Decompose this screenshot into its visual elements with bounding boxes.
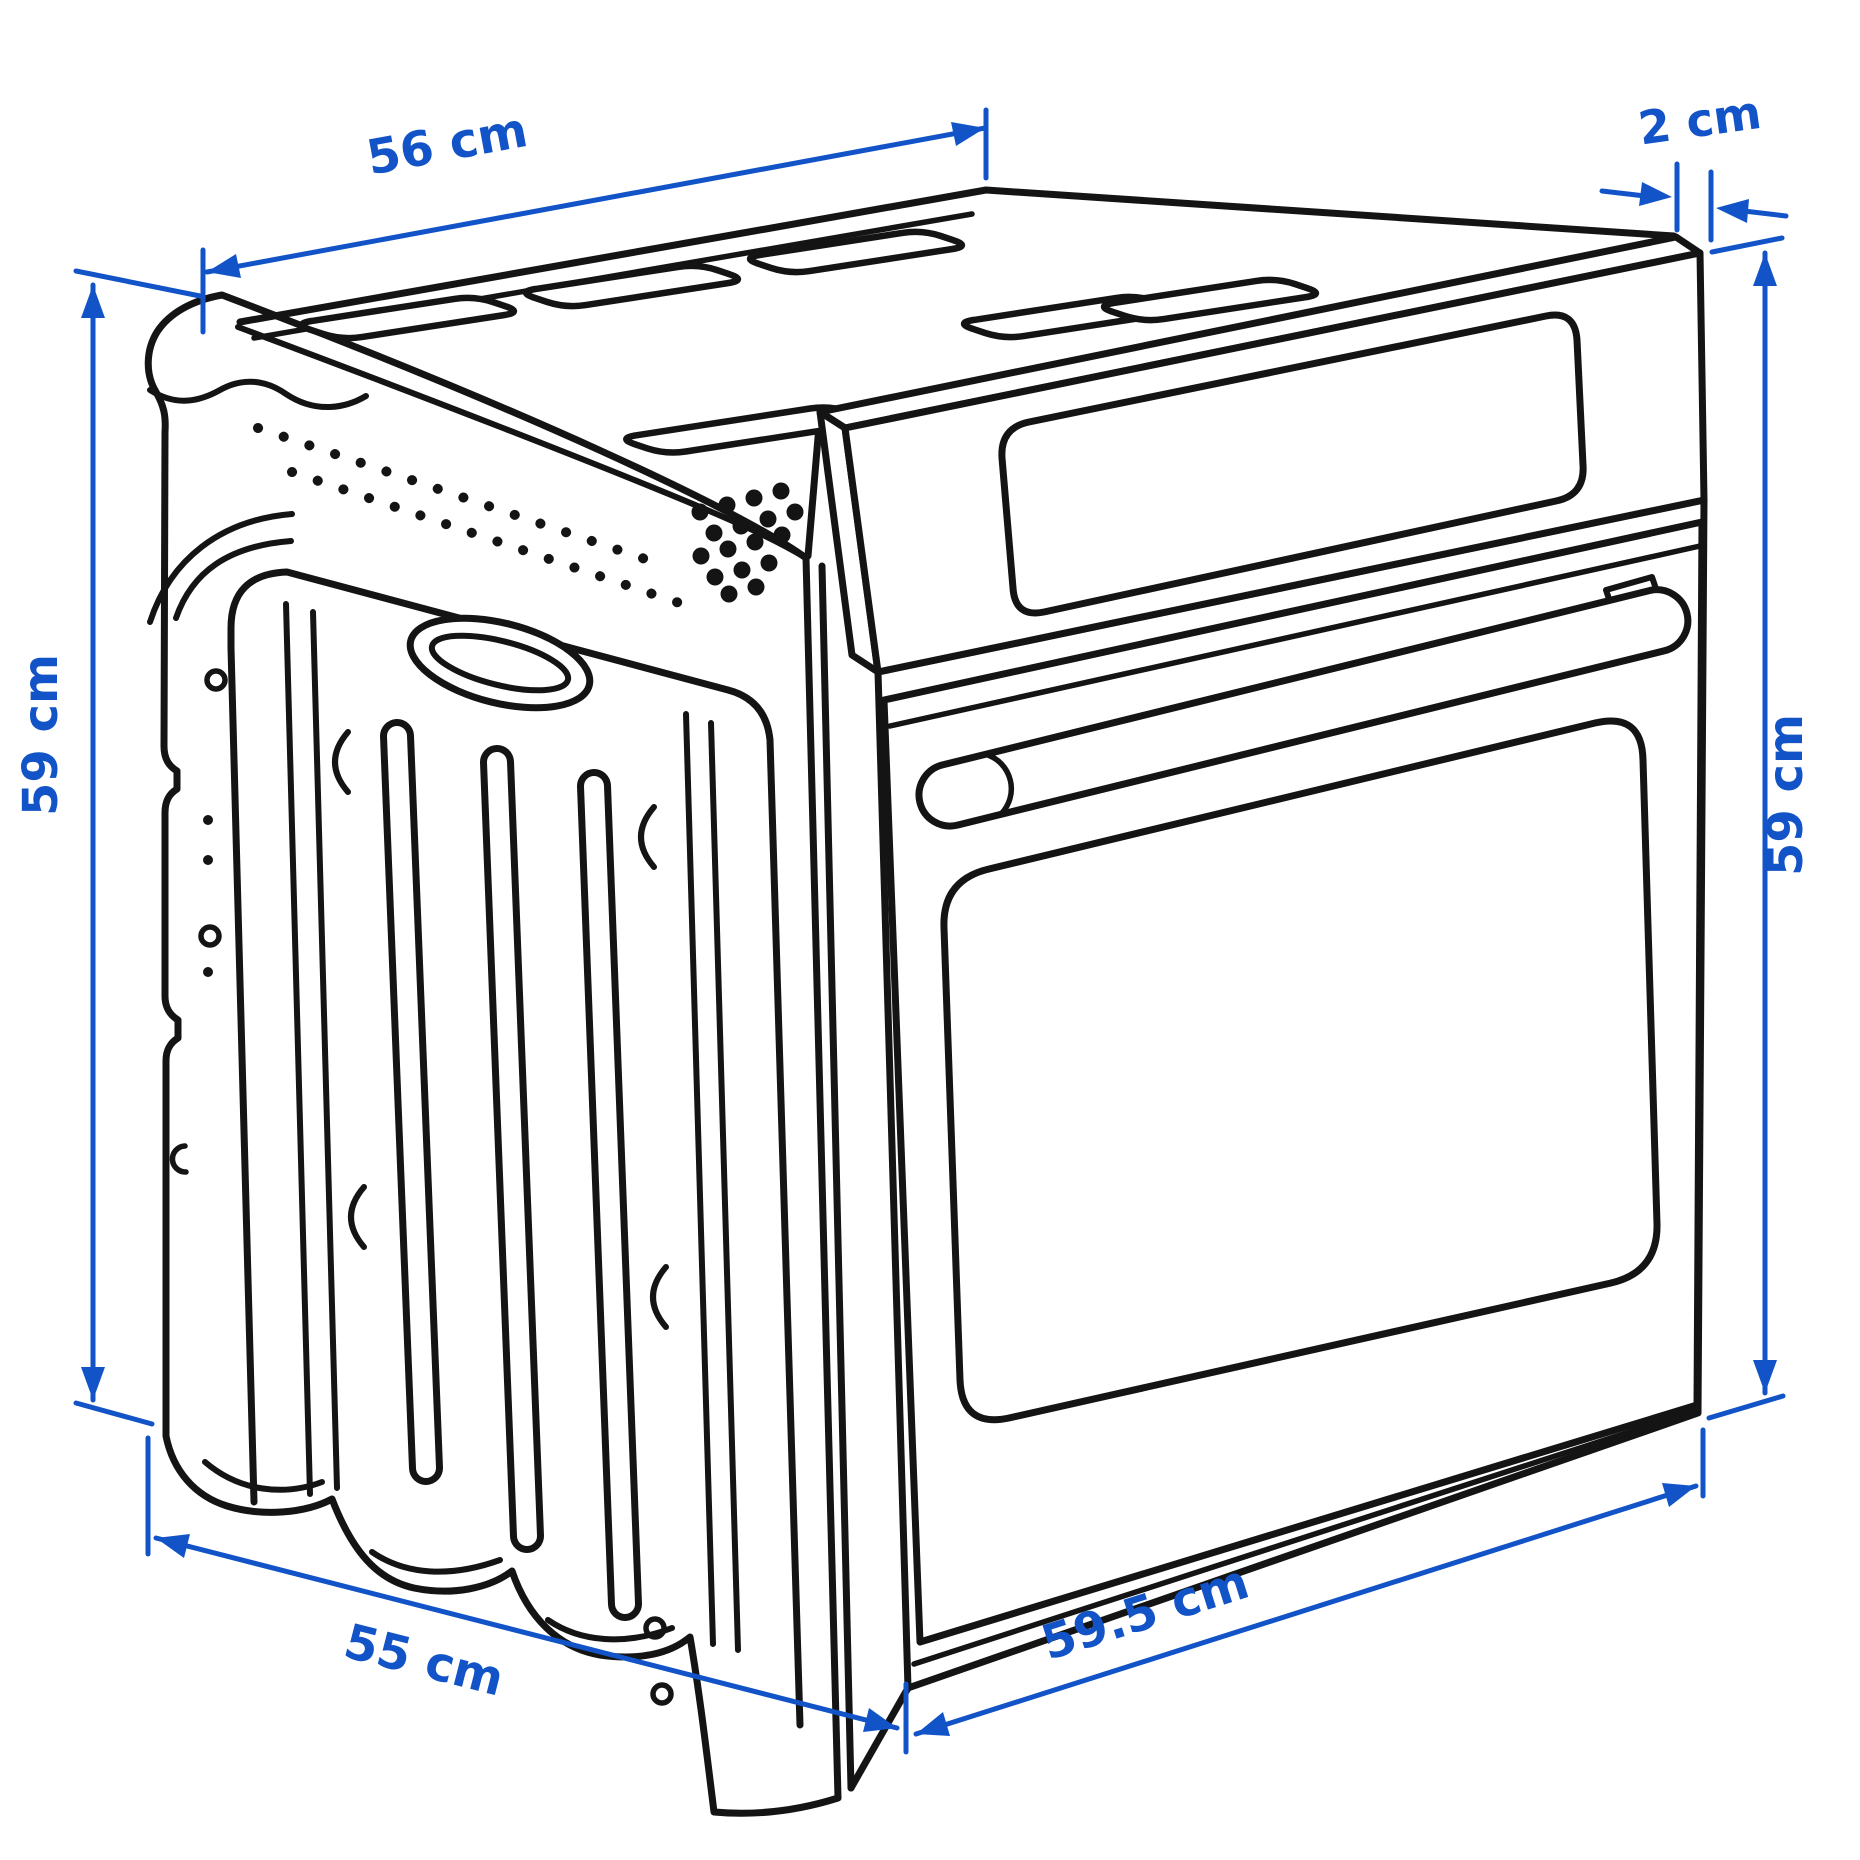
top-front-corner-edge xyxy=(804,410,824,560)
carcass-front-edge xyxy=(818,562,855,1792)
chevron-mark xyxy=(650,1264,669,1330)
dimension-label-top-width: 56 cm xyxy=(362,102,531,187)
arrowhead xyxy=(81,285,105,318)
tab-inner-line xyxy=(369,1549,503,1575)
oven-illustration xyxy=(144,186,1708,1817)
oval-cutout-outer xyxy=(406,614,594,712)
arrow-leader xyxy=(1741,208,1789,219)
oven-door xyxy=(880,518,1706,1646)
extension-tick xyxy=(73,1400,155,1427)
tab-inner-line xyxy=(202,1459,325,1493)
perforation-row-2 xyxy=(287,467,705,615)
extension-tick xyxy=(1709,235,1785,255)
display-window xyxy=(998,311,1587,617)
flange-inner-line xyxy=(235,324,809,561)
extension-tick xyxy=(1706,1393,1786,1421)
fold-squiggle xyxy=(147,378,369,410)
embossed-plate-outline xyxy=(227,568,804,1729)
door-top-inner-line xyxy=(887,543,1703,729)
dimension-label-depth: 55 cm xyxy=(339,1613,510,1707)
chevron-mark xyxy=(348,1184,367,1250)
stamped-slots xyxy=(380,719,642,1621)
arrowhead xyxy=(863,1708,897,1732)
speaker-dot-grid xyxy=(691,482,804,603)
carcass-bottom-edge xyxy=(847,1684,912,1792)
tab-inner-line xyxy=(545,1617,675,1643)
extension-tick xyxy=(73,268,203,299)
arc-mark-inner xyxy=(173,538,294,621)
rib-line xyxy=(283,601,313,1497)
dimension-label-height-right: 59 cm xyxy=(1758,714,1814,876)
arrowhead xyxy=(916,1712,950,1736)
side-panel xyxy=(144,291,842,1817)
frame-bottom-inner-line xyxy=(911,1407,1700,1667)
dimension-height-right: 59 cm xyxy=(1706,235,1814,1421)
oval-cutout-inner xyxy=(428,632,572,694)
dimension-label-height-left: 59 cm xyxy=(13,654,69,816)
rib-line xyxy=(708,720,741,1653)
rib-line xyxy=(683,711,716,1647)
top-panel xyxy=(236,186,1678,560)
chevron-mark xyxy=(332,729,351,795)
dimension-panel-overhang: 2 cm xyxy=(1599,85,1789,243)
arrowhead xyxy=(1716,199,1749,223)
dimension-line xyxy=(204,125,988,275)
arrowhead xyxy=(1753,1360,1777,1393)
arrow-leader xyxy=(1599,188,1648,199)
dimension-line xyxy=(153,1535,900,1731)
dimension-height-left: 59 cm xyxy=(13,268,203,1427)
dimension-top-width: 56 cm xyxy=(200,102,989,335)
arrowhead xyxy=(1639,182,1672,206)
chevron-mark xyxy=(638,804,657,870)
control-panel xyxy=(816,233,1708,676)
dimension-label-panel-overhang: 2 cm xyxy=(1635,85,1765,156)
arrowhead xyxy=(81,1367,105,1400)
arrowhead xyxy=(1753,253,1777,286)
arrowhead xyxy=(1662,1483,1696,1507)
arrowhead xyxy=(951,122,985,146)
arrowhead xyxy=(156,1534,190,1558)
door-handle xyxy=(915,586,1692,830)
door-window xyxy=(940,717,1661,1424)
top-rear-edge xyxy=(236,186,1678,326)
dimension-line xyxy=(913,1483,1699,1737)
arc-mark-outer xyxy=(147,511,295,625)
rib-line xyxy=(310,609,340,1491)
arrowhead xyxy=(207,254,241,278)
handle-end-cap-line xyxy=(984,752,1015,816)
